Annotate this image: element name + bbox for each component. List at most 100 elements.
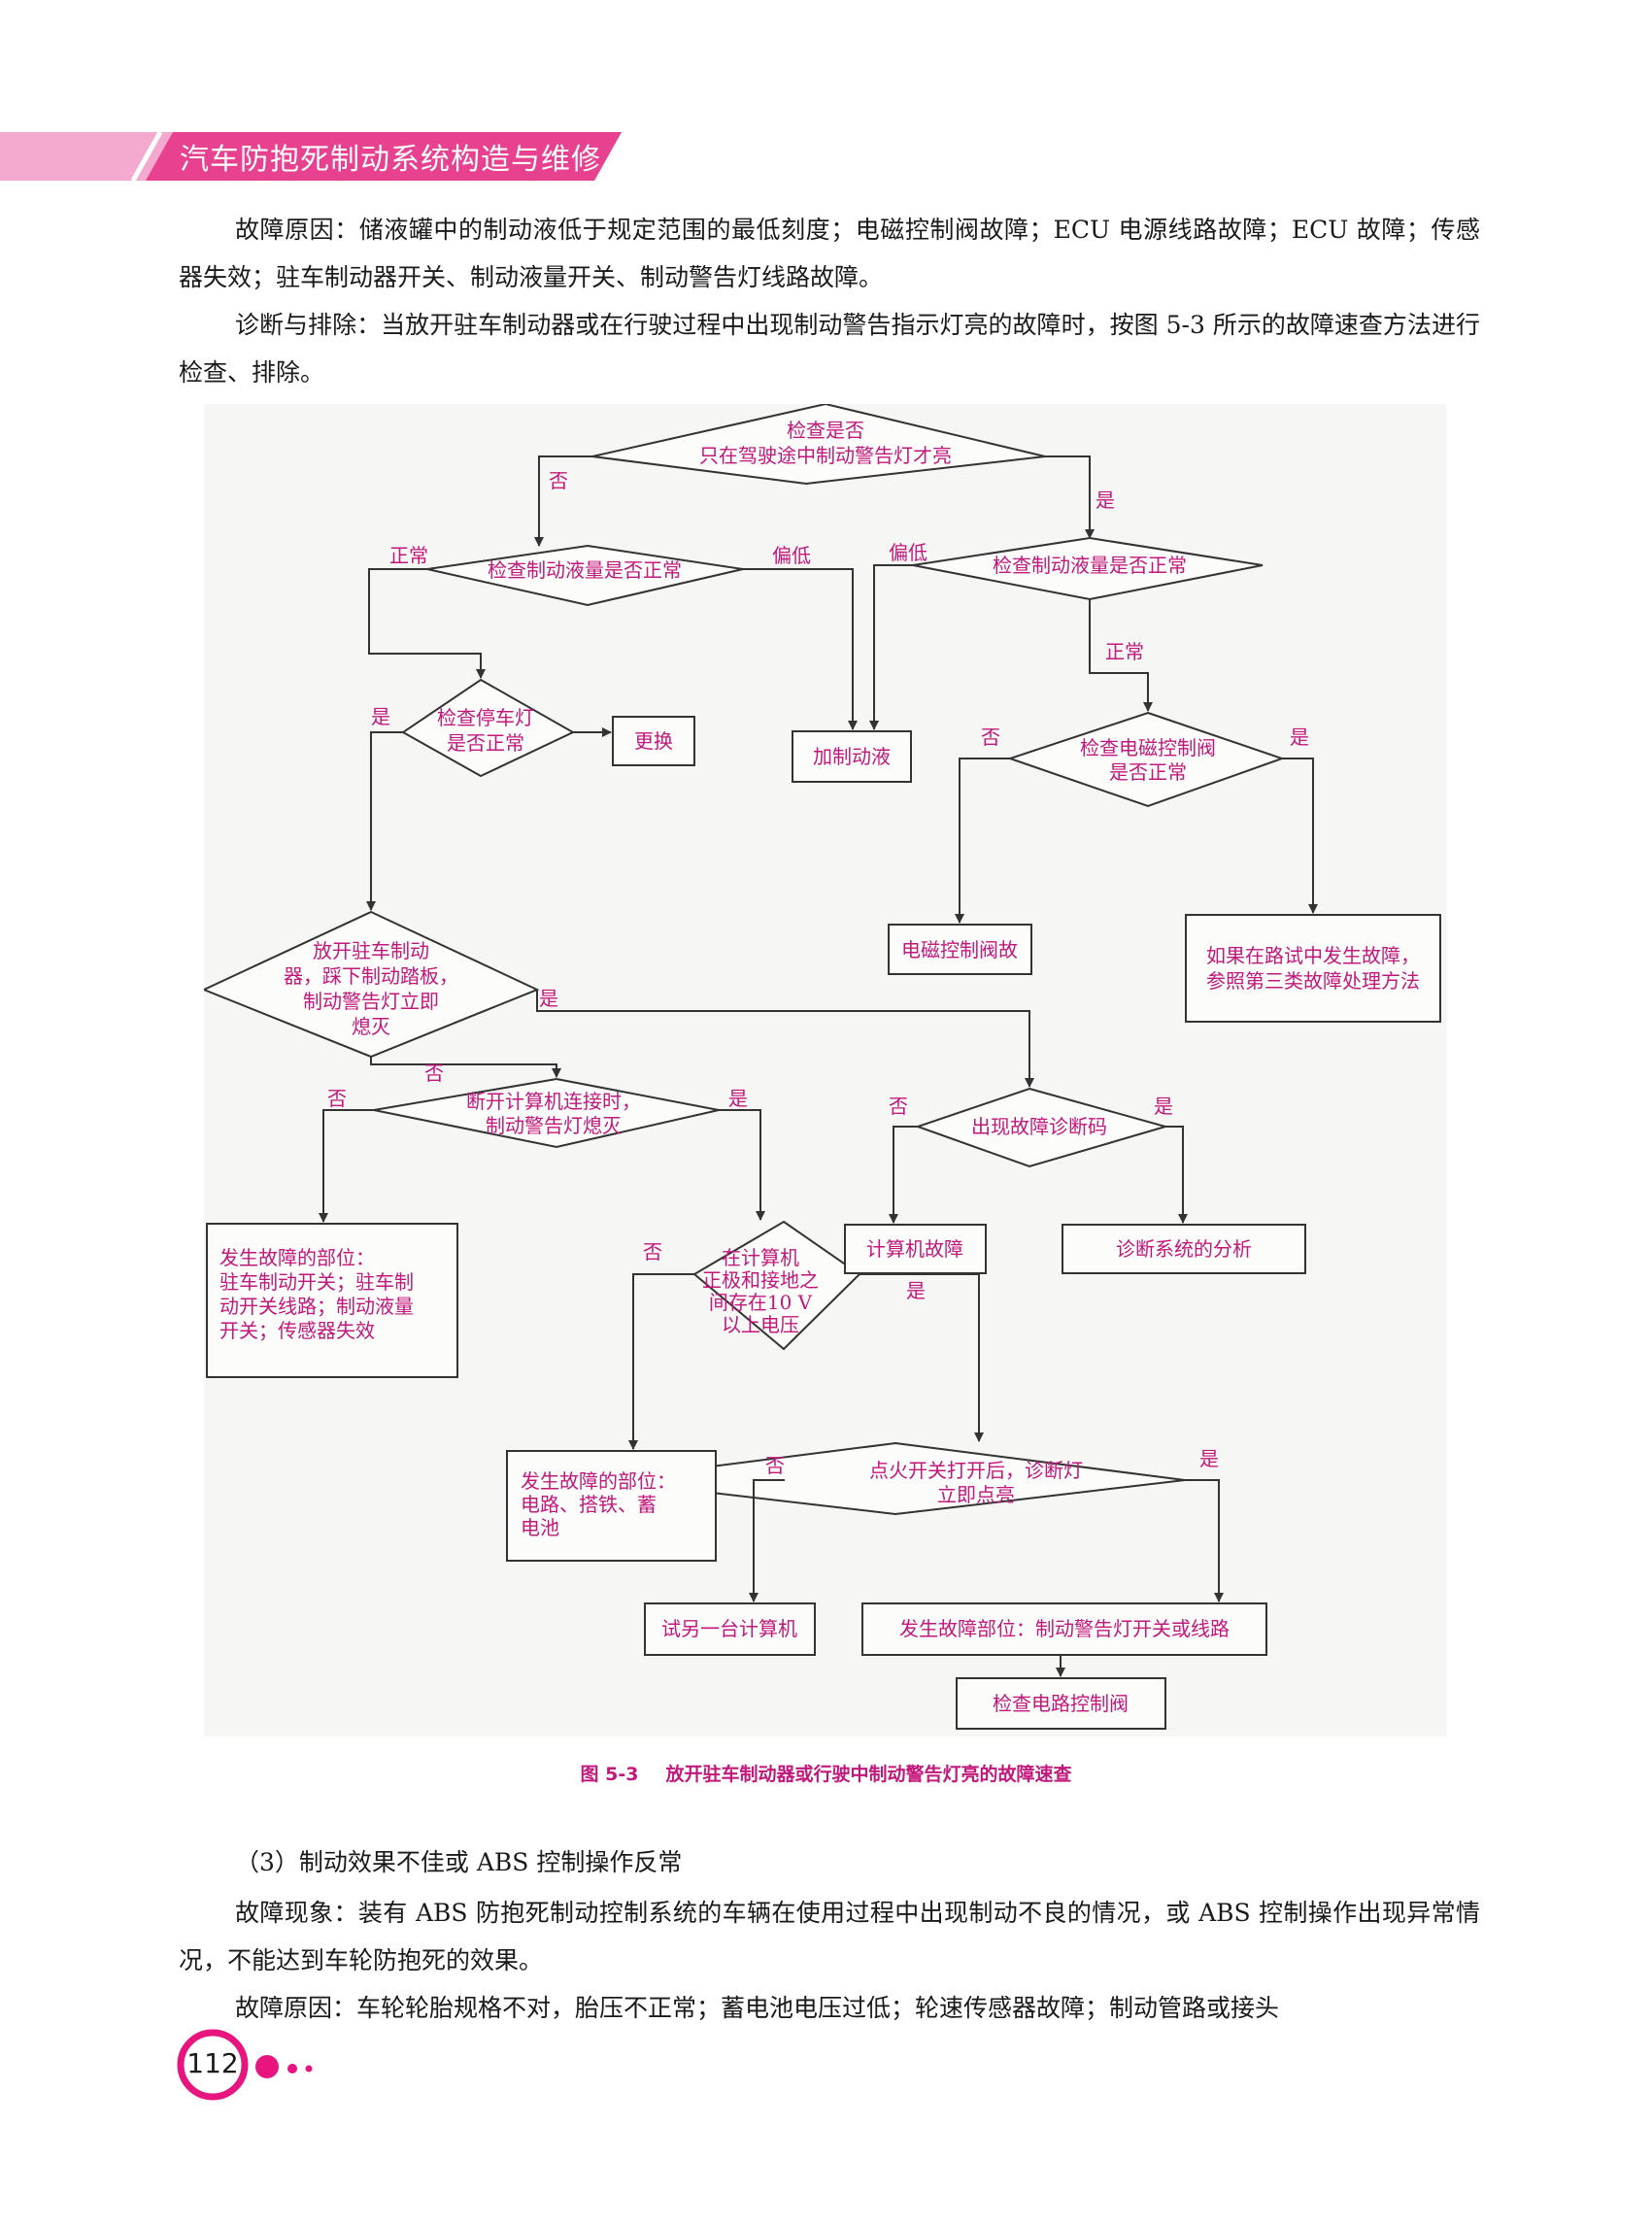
book-title: 汽车防抱死制动系统构造与维修 [180, 143, 601, 177]
page-number-badge [177, 2029, 313, 2101]
edge-fluid-right-normal [1089, 599, 1153, 712]
decision-code-poly [914, 1087, 1169, 1168]
text-fluid-right: 检查制动液量是否正常 [993, 554, 1187, 577]
edge-fluid-left-normal [368, 568, 486, 679]
text-parking-2: 器，踩下制动踏板， [284, 964, 458, 988]
box-add-fluid [792, 730, 912, 783]
page-number: 112 [186, 2047, 239, 2079]
node-labels: 检查是否 只在驾驶途中制动警告灯才亮 检查制动液量是否正常 检查制动液量是否正常… [219, 419, 1420, 1715]
edge-stoplight-yes [366, 731, 403, 911]
label-code-yes: 是 [1154, 1095, 1173, 1118]
text-fault-parts-2: 驻车制动开关；驻车制 [219, 1270, 414, 1294]
text-top-2: 只在驾驶途中制动警告灯才亮 [699, 444, 952, 467]
label-voltage-no: 否 [643, 1240, 662, 1264]
text-code: 出现故障诊断码 [971, 1115, 1107, 1138]
edge-parking-yes [536, 990, 1034, 1088]
box-switch-fault [861, 1602, 1267, 1656]
edge-fluid-left-low [743, 568, 858, 730]
banner-shape [0, 132, 622, 181]
text-parking-3: 制动警告灯立即 [303, 990, 439, 1013]
edge-parking-no [370, 1057, 561, 1078]
edge-solenoid-no [955, 758, 1010, 924]
text-ignition-1: 点火开关打开后，诊断灯 [869, 1459, 1083, 1482]
text-voltage-2: 正极和接地之 [702, 1268, 819, 1292]
box-road-test [1185, 914, 1441, 1023]
edge-code-yes [1165, 1126, 1188, 1224]
label-disconnect-yes: 是 [728, 1087, 748, 1110]
text-solenoid-2: 是否正常 [1109, 760, 1187, 784]
text-diag-analysis: 诊断系统的分析 [1116, 1237, 1252, 1261]
text-circuit-2: 电路、搭铁、蓄 [521, 1493, 657, 1516]
text-add-fluid: 加制动液 [813, 745, 891, 768]
text-stoplight-2: 是否正常 [447, 731, 524, 755]
text-circuit-3: 电池 [521, 1516, 559, 1539]
subheading: （3）制动效果不佳或 ABS 控制操作反常 [235, 1848, 683, 1876]
text-road-test-1: 如果在路试中发生故障， [1206, 944, 1420, 967]
box-replace [612, 716, 695, 766]
text-other-computer: 试另一台计算机 [661, 1617, 797, 1640]
flowchart-figure: 检查是否 只在驾驶途中制动警告灯才亮 检查制动液量是否正常 检查制动液量是否正常… [204, 404, 1447, 1736]
text-solenoid-fault: 电磁控制阀故 [901, 938, 1018, 961]
text-parking-1: 放开驻车制动 [313, 939, 429, 962]
paragraph-diagnosis: 诊断与排除：当放开驻车制动器或在行驶过程中出现制动警告指示灯亮的故障时，按图 5… [179, 311, 1480, 387]
edge-voltage-yes [860, 1273, 984, 1442]
text-voltage-3: 间存在10 V [709, 1291, 813, 1314]
paragraph-cause: 故障原因：车轮轮胎规格不对，胎压不正常；蓄电池电压过低；轮速传感器故障；制动管路… [235, 1994, 1280, 2022]
label-fluid-left-low: 偏低 [772, 544, 811, 567]
edge-top-yes [1045, 455, 1095, 539]
paragraph-fault-cause: 故障原因：储液罐中的制动液低于规定范围的最低刻度；电磁控制阀故障；ECU 电源线… [179, 216, 1480, 291]
label-solenoid-no: 否 [981, 725, 1000, 749]
text-fault-parts-3: 动开关线路；制动液量 [219, 1295, 414, 1318]
text-replace: 更换 [634, 729, 673, 753]
label-stoplight-yes: 是 [371, 705, 390, 728]
upper-text: 故障原因：储液罐中的制动液低于规定范围的最低刻度；电磁控制阀故障；ECU 电源线… [179, 206, 1480, 396]
edge-disconnect-yes [719, 1109, 765, 1221]
text-stoplight-1: 检查停车灯 [437, 706, 534, 729]
edge-top-no [534, 455, 592, 547]
text-disconnect-1: 断开计算机连接时， [466, 1090, 641, 1113]
label-fluid-right-normal: 正常 [1105, 640, 1144, 663]
edge-ignition-no-final [749, 1479, 785, 1602]
caption-number: 图 5-3 [580, 1764, 639, 1785]
box-circuit [506, 1450, 717, 1562]
label-disconnect-no: 否 [327, 1087, 347, 1110]
edge-ignition-yes [1185, 1479, 1224, 1602]
edge-solenoid-yes [1282, 758, 1318, 914]
decision-disconnect-poly [373, 1077, 720, 1149]
box-computer-fault [844, 1224, 987, 1274]
label-parking-no: 否 [424, 1062, 444, 1085]
text-circuit-1: 发生故障的部位： [521, 1469, 676, 1493]
edge-code-no [889, 1126, 918, 1224]
text-ignition-2: 立即点亮 [937, 1483, 1015, 1506]
box-check-valve [956, 1677, 1166, 1730]
decision-solenoid-poly [1006, 711, 1286, 808]
paragraph-symptom: 故障现象：装有 ABS 防抱死制动控制系统的车辆在使用过程中出现制动不良的情况，… [179, 1899, 1480, 1974]
label-voltage-yes: 是 [906, 1279, 926, 1302]
label-parking-yes: 是 [539, 987, 558, 1010]
decision-fluid-left-poly [426, 544, 744, 607]
box-solenoid-fault [888, 924, 1032, 975]
text-check-valve: 检查电路控制阀 [993, 1692, 1129, 1715]
text-solenoid-1: 检查电磁控制阀 [1080, 736, 1216, 759]
box-other-computer [644, 1602, 816, 1656]
label-solenoid-yes: 是 [1290, 725, 1309, 749]
lower-text: 故障现象：装有 ABS 防抱死制动控制系统的车辆在使用过程中出现制动不良的情况，… [179, 1889, 1480, 2032]
label-code-no: 否 [889, 1095, 908, 1118]
text-switch-fault: 发生故障部位：制动警告灯开关或线路 [899, 1617, 1230, 1640]
text-top-1: 检查是否 [787, 419, 864, 442]
box-fault-parts [206, 1223, 458, 1378]
edge-labels: 否 是 正常 偏低 偏低 正常 是 否 是 是 否 否 是 否 是 否 是 否 … [327, 469, 1309, 1477]
label-fluid-left-normal: 正常 [389, 544, 428, 567]
label-top-yes: 是 [1096, 489, 1115, 512]
text-voltage-4: 以上电压 [722, 1313, 799, 1336]
label-ignition-yes: 是 [1199, 1447, 1219, 1470]
flowchart: 检查是否 只在驾驶途中制动警告灯才亮 检查制动液量是否正常 检查制动液量是否正常… [204, 404, 1447, 1736]
text-fault-parts-1: 发生故障的部位： [219, 1246, 375, 1269]
edge-disconnect-no [319, 1109, 374, 1223]
decision-stoplight-poly [401, 678, 576, 778]
decision-top-shape [591, 404, 1046, 486]
text-fault-parts-4: 开关；传感器失效 [219, 1319, 375, 1342]
label-fluid-right-low: 偏低 [889, 541, 927, 564]
text-fluid-left: 检查制动液量是否正常 [488, 558, 682, 582]
